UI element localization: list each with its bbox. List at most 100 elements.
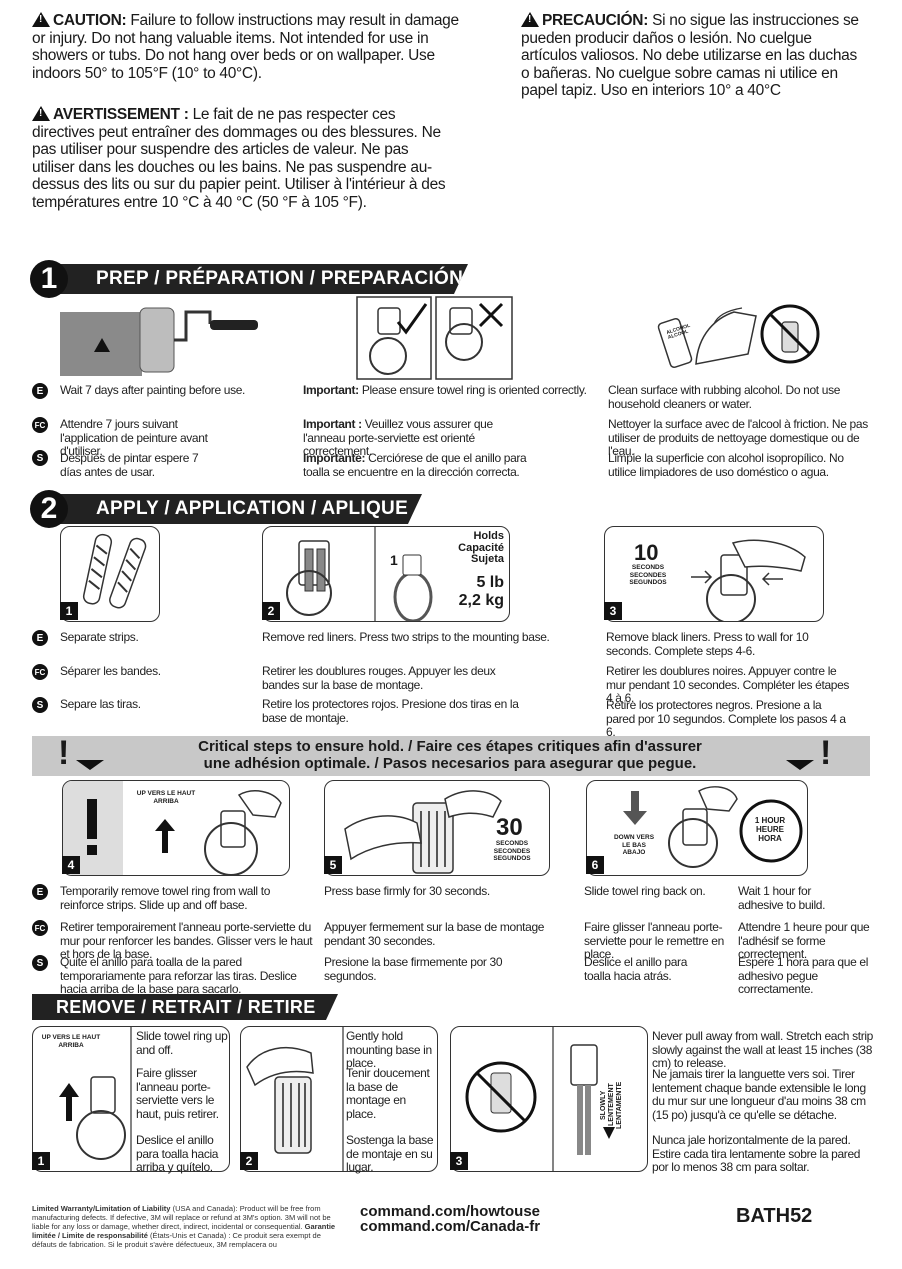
step5-en: Press base firmly for 30 seconds. (324, 884, 490, 898)
step4-up-label: UP VERS LE HAUT ARRIBA (136, 790, 196, 805)
step5-es: Presione la base firmemente por 30 segun… (324, 955, 503, 983)
step6b-en: Wait 1 hour for adhesive to build. (738, 884, 826, 912)
apply-step2-es: Retire los protectores rojos. Presione d… (262, 697, 519, 725)
precaucion-text: Si no sigue las instrucciones se pueden … (521, 12, 859, 99)
apply-title: APPLY / APPLICATION / APLIQUE (96, 498, 409, 519)
apply-step1-es: Separe las tiras. (60, 697, 141, 711)
step4-en: Temporarily remove towel ring from wall … (60, 884, 271, 912)
lang-badge-en: E (32, 884, 48, 900)
remove-step2-fr: Tenir doucement la base de montage en pl… (346, 1066, 430, 1121)
remove-step2-es: Sostenga la base de montaje en su lugar. (346, 1133, 434, 1174)
prep-col1-fr: Attendre 7 jours suivant l'application d… (60, 417, 208, 458)
apply-step1-fr: Séparer les bandes. (60, 664, 161, 678)
step5-fr: Appuyer fermement sur la base de montage… (324, 920, 545, 948)
caution-en: CAUTION: Failure to follow instructions … (32, 10, 462, 82)
thirty-seconds-units: SECONDS SECONDES SEGUNDOS (493, 840, 531, 862)
apply-step2-en: Remove red liners. Press two strips to t… (262, 630, 550, 644)
lang-badge-es: S (32, 955, 48, 971)
important-label: Important: (303, 383, 359, 397)
holds-count: 1 (390, 552, 398, 568)
holds-lb: 5 lb (476, 574, 504, 591)
critical-line2: une adhésion optimale. / Pasos necesario… (203, 755, 697, 772)
remove-step3-fr: Ne jamais tirer la languette vers soi. T… (652, 1067, 866, 1122)
howtouse-link[interactable]: command.com/howtouse (360, 1203, 541, 1220)
lang-badge-fc: FC (32, 417, 48, 433)
remove-step1-number: 1 (32, 1152, 50, 1170)
product-code: BATH52 (736, 1205, 813, 1227)
remove-step1-fr: Faire glisser l'anneau porte-serviette v… (136, 1066, 219, 1121)
remove-step3-en: Never pull away from wall. Stretch each … (652, 1029, 874, 1070)
remove-step1-en: Slide towel ring up and off. (136, 1029, 228, 1057)
remove-header (32, 994, 338, 1020)
slowly-label: SLOWLY LENTEMENT LENTAMENTE (600, 1081, 623, 1129)
step6-down-label: DOWN VERS LE BAS ABAJO (613, 834, 655, 856)
canada-link[interactable]: command.com/Canada-fr (360, 1218, 541, 1235)
critical-line1: Critical steps to ensure hold. / Faire c… (198, 738, 702, 755)
apply-step2-box (262, 526, 510, 622)
prep-col3-en: Clean surface with rubbing alcohol. Do n… (608, 383, 841, 411)
holds-kg: 2,2 kg (458, 592, 504, 609)
lang-badge-fc: FC (32, 664, 48, 680)
down-arrow-icon (786, 760, 814, 770)
apply-step1-number: 1 (60, 602, 78, 620)
warranty-text: Limited Warranty/Limitation of Liability… (32, 1204, 342, 1249)
apply-step1-en: Separate strips. (60, 630, 139, 644)
warning-icon (32, 12, 50, 27)
avertissement-label: AVERTISSEMENT : (53, 106, 189, 123)
one-hour-label: 1 HOUR HEURE HORA (754, 816, 786, 843)
critical-exclamation-left: ! (58, 734, 70, 772)
orientation-illustration (356, 296, 514, 380)
avertissement-fr: AVERTISSEMENT : Le fait de ne pas respec… (32, 104, 452, 211)
warranty-label: Limited Warranty/Limitation of Liability (32, 1204, 171, 1213)
prep-col2-es: Importante: Cerciórese de que el anillo … (303, 451, 543, 479)
apply-step3-es: Retire los protectores negros. Presione … (606, 698, 846, 739)
prep-col3-es: Limpie la superficie con alcohol isoprop… (608, 451, 844, 479)
avertissement-text: Le fait de ne pas respecter ces directiv… (32, 106, 446, 211)
garantie-body: (États-Unis et Canada) : Ce produit sera… (32, 1231, 321, 1249)
lang-badge-es: S (32, 697, 48, 713)
remove-step2-number: 2 (240, 1152, 258, 1170)
cleaning-illustration (656, 294, 822, 380)
remove-step3-es: Nunca jale horizontalmente de la pared. … (652, 1133, 861, 1174)
prep-col2-fr: Important : Veuillez vous assurer que l'… (303, 417, 533, 459)
caution-label: CAUTION: (53, 12, 127, 29)
step6b-fr: Attendre 1 heure pour que l'adhésif se f… (738, 920, 870, 961)
lang-badge-en: E (32, 383, 48, 399)
prep-col1-es: Después de pintar espere 7 días antes de… (60, 451, 199, 479)
lang-badge-es: S (32, 450, 48, 466)
warning-icon (521, 12, 539, 27)
prep-col2-en: Important: Please ensure towel ring is o… (303, 383, 593, 398)
prep-col2-fr-text: Veuillez vous assurer que l'anneau porte… (303, 417, 493, 458)
remove-step3-box (450, 1026, 648, 1172)
remove-step1-box (32, 1026, 230, 1172)
critical-exclamation-right: ! (820, 734, 832, 772)
remove-step2-box (240, 1026, 438, 1172)
ten-seconds-value: 10 (634, 540, 659, 565)
apply-step3-en: Remove black liners. Press to wall for 1… (606, 630, 809, 658)
important-label: Important : (303, 417, 362, 431)
precaucion-label: PRECAUCIÓN: (542, 12, 649, 29)
step6b-es: Espere 1 hora para que el adhesivo pegue… (738, 955, 869, 996)
prep-header: PREP / PRÉPARATION / PREPARACIÓN (48, 264, 468, 294)
prep-col1-en: Wait 7 days after painting before use. (60, 383, 246, 397)
step6-fr: Faire glisser l'anneau porte-serviette p… (584, 920, 724, 961)
apply-step3-box (604, 526, 824, 622)
apply-header: APPLY / APPLICATION / APLIQUE (48, 494, 422, 524)
step5-box (324, 780, 550, 876)
step6-es: Deslice el anillo para toalla hacia atrá… (584, 955, 688, 983)
critical-steps-banner (32, 736, 870, 776)
apply-number: 2 (30, 490, 68, 528)
paint-roller-illustration (60, 300, 260, 380)
apply-step2-fr: Retirer les doublures rouges. Appuyer le… (262, 664, 496, 692)
apply-step2-number: 2 (262, 602, 280, 620)
prep-title: PREP / PRÉPARATION / PREPARACIÓN (96, 268, 464, 289)
thirty-seconds-value: 30 (496, 814, 523, 841)
down-arrow-icon (76, 760, 104, 770)
prep-number: 1 (30, 260, 68, 298)
step6-number: 6 (586, 856, 604, 874)
step6-en: Slide towel ring back on. (584, 884, 706, 898)
holds-label: Holds Capacité Sujeta (458, 530, 504, 565)
prep-col2-es-text: Cerciórese de que el anillo para toalla … (303, 451, 527, 479)
remove-step2-en: Gently hold mounting base in place. (346, 1029, 432, 1070)
warranty-body: (USA and Canada): Product will be free f… (32, 1204, 331, 1231)
